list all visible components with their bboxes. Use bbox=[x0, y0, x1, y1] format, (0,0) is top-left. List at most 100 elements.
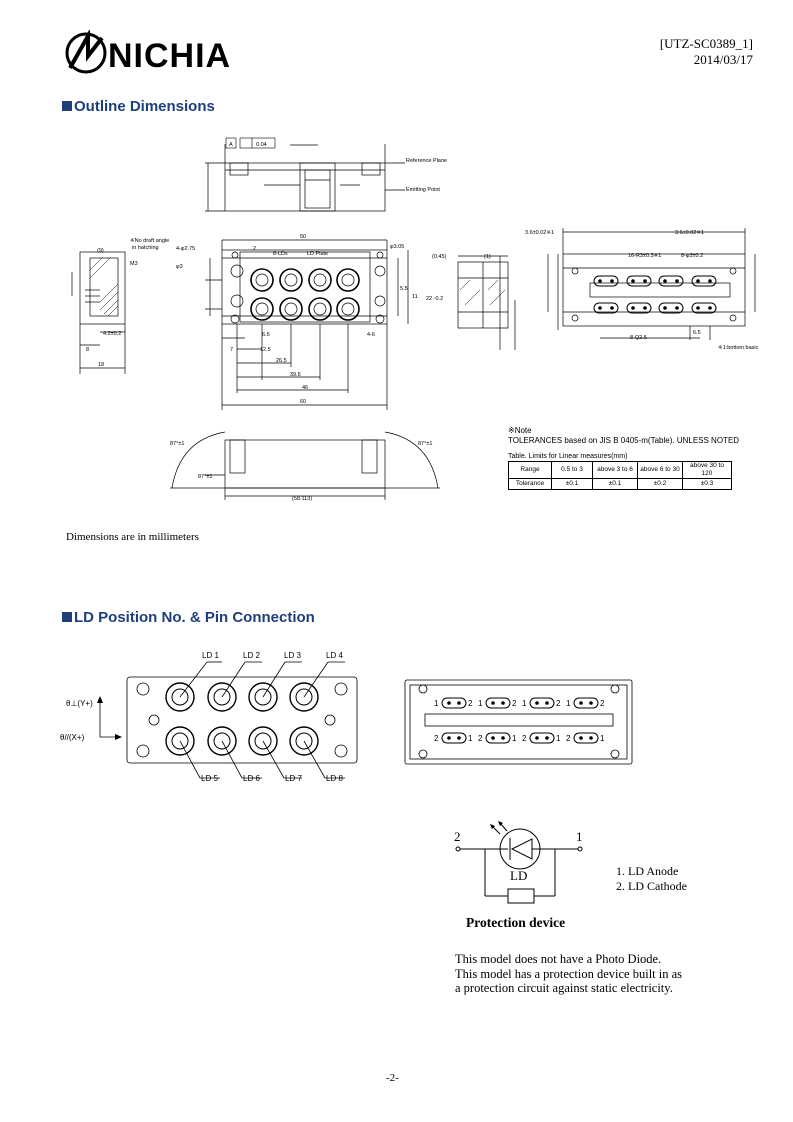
circuit-pin-right: 1 bbox=[576, 829, 583, 844]
table-cell: ±0.2 bbox=[637, 478, 683, 490]
dim-1: (1) bbox=[484, 254, 491, 260]
table-caption: Table. Limits for Linear measures(mm) bbox=[508, 453, 628, 460]
ref-plane-label: Reference Plane bbox=[406, 158, 447, 164]
pin-label: 1 bbox=[556, 734, 561, 743]
dim-22: 22 -0.2 bbox=[426, 296, 443, 302]
pin-label: 1 bbox=[512, 734, 517, 743]
units-note: Dimensions are in millimeters bbox=[66, 531, 199, 543]
pin-legend: 1. LD Anode 2. LD Cathode bbox=[616, 864, 687, 894]
dim-9: (9) bbox=[97, 248, 104, 254]
circuit-ld-label: LD bbox=[510, 868, 527, 883]
dim-125: 12.5 bbox=[260, 347, 271, 353]
table-cell: above 30 to 120 bbox=[682, 461, 732, 479]
note-line: This model has a protection device built… bbox=[455, 966, 683, 981]
dim-16r: 16-R3±0.3※1 bbox=[628, 252, 661, 259]
dim-395: 39.5 bbox=[290, 372, 301, 378]
doc-date: 2014/03/17 bbox=[693, 52, 753, 67]
dim-36: 3.6±0.02※1 bbox=[525, 229, 554, 236]
table-cell: Range bbox=[508, 461, 552, 479]
outline-drawing: A 0.04 Reference Plane Emitting Point ※N… bbox=[71, 137, 759, 502]
dim-2: 2 bbox=[253, 246, 256, 252]
tolerance-table: Range 0.5 to 3 above 3 to 6 above 6 to 3… bbox=[508, 461, 732, 490]
ld-label-2: LD 2 bbox=[243, 651, 260, 660]
note-line: a protection circuit against static elec… bbox=[455, 981, 673, 995]
dim-11: 11 bbox=[412, 294, 418, 300]
dim-8q: 8-Q2.5 bbox=[630, 335, 647, 341]
axis-y-label: θ⊥(Y+) bbox=[66, 699, 93, 708]
dim-50: 50 bbox=[300, 234, 306, 240]
dim-46b: 4-6 bbox=[367, 332, 375, 338]
dim-87a: 87°±1 bbox=[170, 441, 184, 447]
dim-4phi: 4-φ2.75 bbox=[176, 246, 195, 252]
dim-87b: 87°±1 bbox=[418, 441, 432, 447]
pin-label: 1 bbox=[478, 699, 483, 708]
table-cell: ±0.1 bbox=[592, 478, 638, 490]
tolerance-table-block: Table. Limits for Linear measures(mm) Ra… bbox=[508, 452, 732, 490]
nichia-logo: NICHIA bbox=[64, 28, 264, 76]
flatness-value: 0.04 bbox=[256, 142, 267, 148]
table-cell: Tolerance bbox=[508, 478, 552, 490]
page-number: -2- bbox=[386, 1072, 399, 1084]
no-draft-label: ※No draft angle bbox=[130, 237, 169, 244]
tolerance-note: ※Note TOLERANCES based on JIS B 0405-m(T… bbox=[508, 426, 739, 446]
table-cell: above 3 to 6 bbox=[592, 461, 638, 479]
pin-label: 2 bbox=[600, 699, 605, 708]
dim-phi3: φ3 bbox=[176, 264, 183, 270]
note-title: ※Note bbox=[508, 426, 532, 435]
table-row: Tolerance ±0.1 ±0.1 ±0.2 ±0.3 bbox=[508, 478, 732, 490]
dim-36b: 3.6±0.02※1 bbox=[675, 229, 704, 236]
dim-42: 4.2±0.2 bbox=[103, 331, 121, 337]
ld-position-diagram: LD 1 LD 2 LD 3 LD 4 LD 5 LD 6 LD 7 LD 8 … bbox=[60, 651, 633, 783]
pin-label: 2 bbox=[512, 699, 517, 708]
pin-label: 2 bbox=[566, 734, 571, 743]
bullet-square-icon bbox=[62, 101, 72, 111]
dim-60: 60 bbox=[300, 399, 306, 405]
in-hatching-label: in hatching bbox=[132, 245, 159, 251]
datum-a: A bbox=[229, 142, 233, 148]
doc-code: [UTZ-SC0389_1] bbox=[659, 36, 753, 51]
dim-045: (0.45) bbox=[432, 254, 447, 260]
ld-position-heading: LD Position No. & Pin Connection bbox=[62, 609, 315, 626]
dim-265: 26.5 bbox=[276, 358, 287, 364]
dim-phi305: φ3.05 bbox=[390, 244, 404, 250]
ld-label-3: LD 3 bbox=[284, 651, 301, 660]
dim-total: (58.113) bbox=[292, 496, 312, 502]
ld-label-1: LD 1 bbox=[202, 651, 219, 660]
protection-circuit-diagram: 2 1 LD bbox=[454, 821, 583, 904]
table-cell: ±0.3 bbox=[682, 478, 732, 490]
pin-label: 1 bbox=[522, 699, 527, 708]
table-row: Range 0.5 to 3 above 3 to 6 above 6 to 3… bbox=[508, 461, 732, 479]
table-cell: 0.5 to 3 bbox=[551, 461, 593, 479]
table-cell: ±0.1 bbox=[551, 478, 593, 490]
ld-label-8: LD 8 bbox=[326, 774, 343, 783]
dim-8: 8 bbox=[86, 347, 89, 353]
pin-label: 1 bbox=[600, 734, 605, 743]
ld-label-6: LD 6 bbox=[243, 774, 260, 783]
model-notes: This model does not have a Photo Diode. … bbox=[455, 952, 682, 996]
pin-label: 1 bbox=[566, 699, 571, 708]
circuit-pin-left: 2 bbox=[454, 829, 461, 844]
table-cell: above 6 to 30 bbox=[637, 461, 683, 479]
bottom-basic-note: ※1:bottom basic bbox=[718, 344, 759, 351]
dim-65: 6.5 bbox=[262, 332, 270, 338]
pin-label: 2 bbox=[522, 734, 527, 743]
ld-s-label: 8-LDs bbox=[273, 251, 288, 257]
ld-label-7: LD 7 bbox=[285, 774, 302, 783]
ld-plate-label: LD Plate bbox=[307, 251, 328, 257]
pin-label: 2 bbox=[434, 734, 439, 743]
pin-label: 2 bbox=[556, 699, 561, 708]
legend-item: 2. LD Cathode bbox=[616, 879, 687, 893]
dim-7: 7 bbox=[230, 347, 233, 353]
note-line: TOLERANCES based on JIS B 0405-m(Table).… bbox=[508, 436, 740, 445]
dim-55: 5.5 bbox=[400, 286, 408, 292]
brand-wordmark: NICHIA bbox=[108, 37, 231, 75]
axis-x-label: θ//(X+) bbox=[60, 733, 85, 742]
note-line: This model does not have a Photo Diode. bbox=[455, 952, 662, 966]
pin-label: 1 bbox=[468, 734, 473, 743]
protection-device-caption: Protection device bbox=[466, 915, 566, 930]
pin-label: 2 bbox=[468, 699, 473, 708]
legend-item: 1. LD Anode bbox=[616, 864, 679, 878]
doc-header: [UTZ-SC0389_1] 2014/03/17 bbox=[660, 36, 753, 68]
dim-87c: 87°±1 bbox=[198, 474, 212, 480]
m3-label: M3 bbox=[130, 261, 138, 267]
